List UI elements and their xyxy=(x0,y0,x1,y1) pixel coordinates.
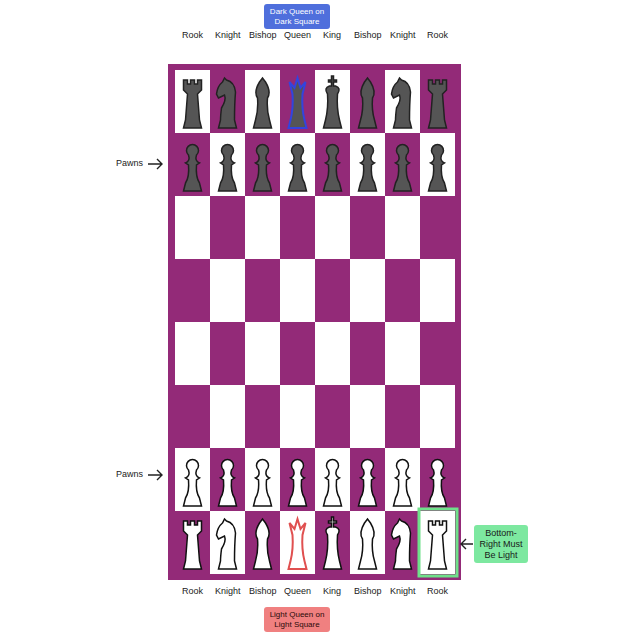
piece-name: Bishop xyxy=(354,31,382,41)
piece-name: Knight xyxy=(390,31,416,41)
piece-name: Bishop xyxy=(249,31,277,41)
piece-name: Bishop xyxy=(354,587,382,597)
piece-name: Knight xyxy=(215,587,241,597)
callout-text: Dark Queen on Dark Square xyxy=(268,7,326,26)
piece-name: Rook xyxy=(182,31,203,41)
piece-name: Queen xyxy=(284,587,311,597)
light-queen-callout: Light Queen on Light Square xyxy=(264,607,330,632)
dark-queen-callout: Dark Queen on Dark Square xyxy=(264,4,330,29)
piece-name: Bishop xyxy=(249,587,277,597)
piece-name: King xyxy=(323,31,341,41)
piece-name: Rook xyxy=(182,587,203,597)
row-label: Pawns xyxy=(116,159,143,169)
callout-text: Light Queen on Light Square xyxy=(268,610,326,629)
piece-name: Rook xyxy=(427,31,448,41)
piece-name: King xyxy=(323,587,341,597)
piece-name: Rook xyxy=(427,587,448,597)
piece-name: Queen xyxy=(284,31,311,41)
callout-text: Bottom-Right Must Be Light xyxy=(478,528,524,560)
light-corner-callout: Bottom-Right Must Be Light xyxy=(474,525,528,563)
row-label: Pawns xyxy=(116,470,143,480)
piece-name: Knight xyxy=(390,587,416,597)
piece-name: Knight xyxy=(215,31,241,41)
